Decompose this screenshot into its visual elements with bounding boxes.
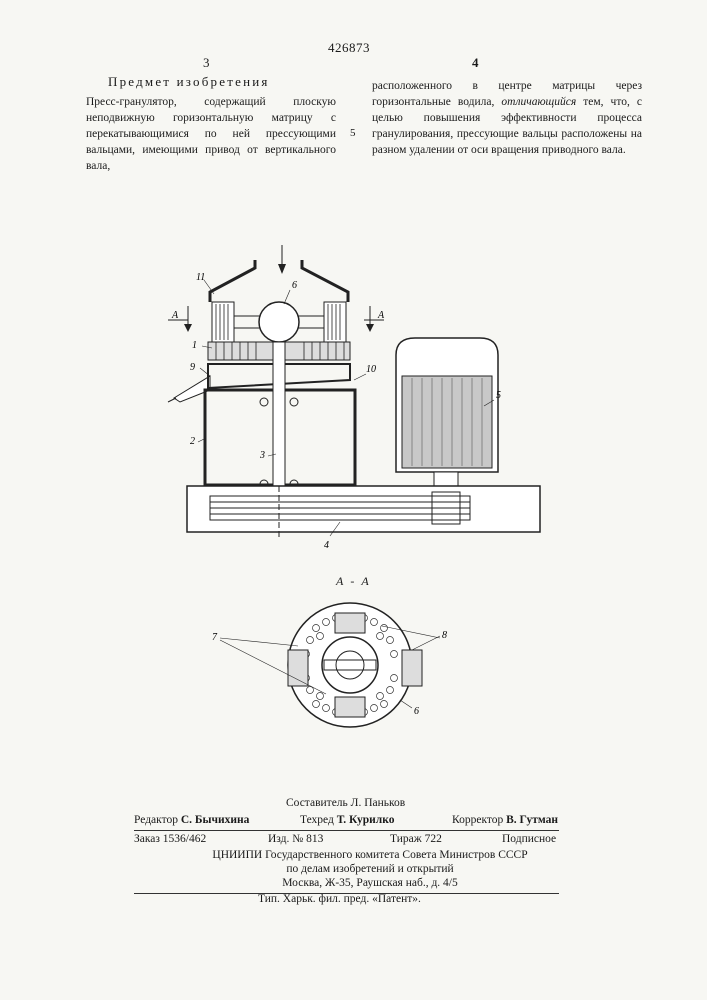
technical-drawing: 11 1 9 2 3 4 5 6 10 A A 7 8 6 bbox=[150, 230, 550, 750]
techred-credit: Техред Т. Курилко bbox=[300, 814, 395, 826]
patent-number: 426873 bbox=[328, 40, 370, 56]
edition-number: Изд. № 813 bbox=[268, 833, 323, 845]
claim-text-left: Пресс-гранулятор, содержащий плоскую неп… bbox=[86, 94, 336, 174]
label-11: 11 bbox=[196, 272, 205, 283]
print-run: Тираж 722 bbox=[390, 833, 442, 845]
claim-text-emphasis: отличающийся bbox=[501, 96, 576, 108]
left-column-number: 3 bbox=[203, 55, 210, 71]
label-3: 3 bbox=[259, 450, 265, 461]
divider bbox=[134, 830, 559, 831]
section-label: А - А bbox=[336, 574, 371, 589]
techred-label: Техред bbox=[300, 814, 334, 826]
label-1: 1 bbox=[192, 340, 197, 351]
label-6: 6 bbox=[292, 280, 297, 291]
subscription-label: Подписное bbox=[502, 833, 556, 845]
organization-block: ЦНИИПИ Государственного комитета Совета … bbox=[180, 848, 560, 890]
editor-label: Редактор bbox=[134, 814, 178, 826]
label-4: 4 bbox=[324, 540, 329, 551]
org-line-3: Москва, Ж-35, Раушская наб., д. 4/5 bbox=[180, 876, 560, 890]
right-column-number: 4 bbox=[472, 55, 479, 71]
printer-credit: Тип. Харьк. фил. пред. «Патент». bbox=[258, 893, 421, 905]
editor-name: С. Бычихина bbox=[181, 814, 250, 826]
label-9: 9 bbox=[190, 362, 195, 373]
editor-credit: Редактор С. Бычихина bbox=[134, 814, 249, 826]
label-a-right: A bbox=[377, 310, 385, 321]
org-line-1: ЦНИИПИ Государственного комитета Совета … bbox=[180, 848, 560, 862]
corrector-credit: Корректор В. Гутман bbox=[452, 814, 558, 826]
order-number: Заказ 1536/462 bbox=[134, 833, 206, 845]
compiler-credit: Составитель Л. Паньков bbox=[286, 797, 405, 809]
org-line-2: по делам изобретений и открытий bbox=[180, 862, 560, 876]
line-marker: 5 bbox=[350, 127, 356, 139]
label-10: 10 bbox=[366, 364, 376, 375]
label-7: 7 bbox=[212, 632, 218, 643]
label-2: 2 bbox=[190, 436, 195, 447]
techred-name: Т. Курилко bbox=[337, 814, 395, 826]
claim-text-right: расположенного в центре матрицы через го… bbox=[372, 78, 642, 158]
label-8: 8 bbox=[442, 630, 447, 641]
corrector-label: Корректор bbox=[452, 814, 503, 826]
label-6-section: 6 bbox=[414, 706, 419, 717]
label-5: 5 bbox=[496, 390, 501, 401]
claims-heading: Предмет изобретения bbox=[108, 74, 270, 90]
label-a-left: A bbox=[171, 310, 179, 321]
corrector-name: В. Гутман bbox=[506, 814, 558, 826]
